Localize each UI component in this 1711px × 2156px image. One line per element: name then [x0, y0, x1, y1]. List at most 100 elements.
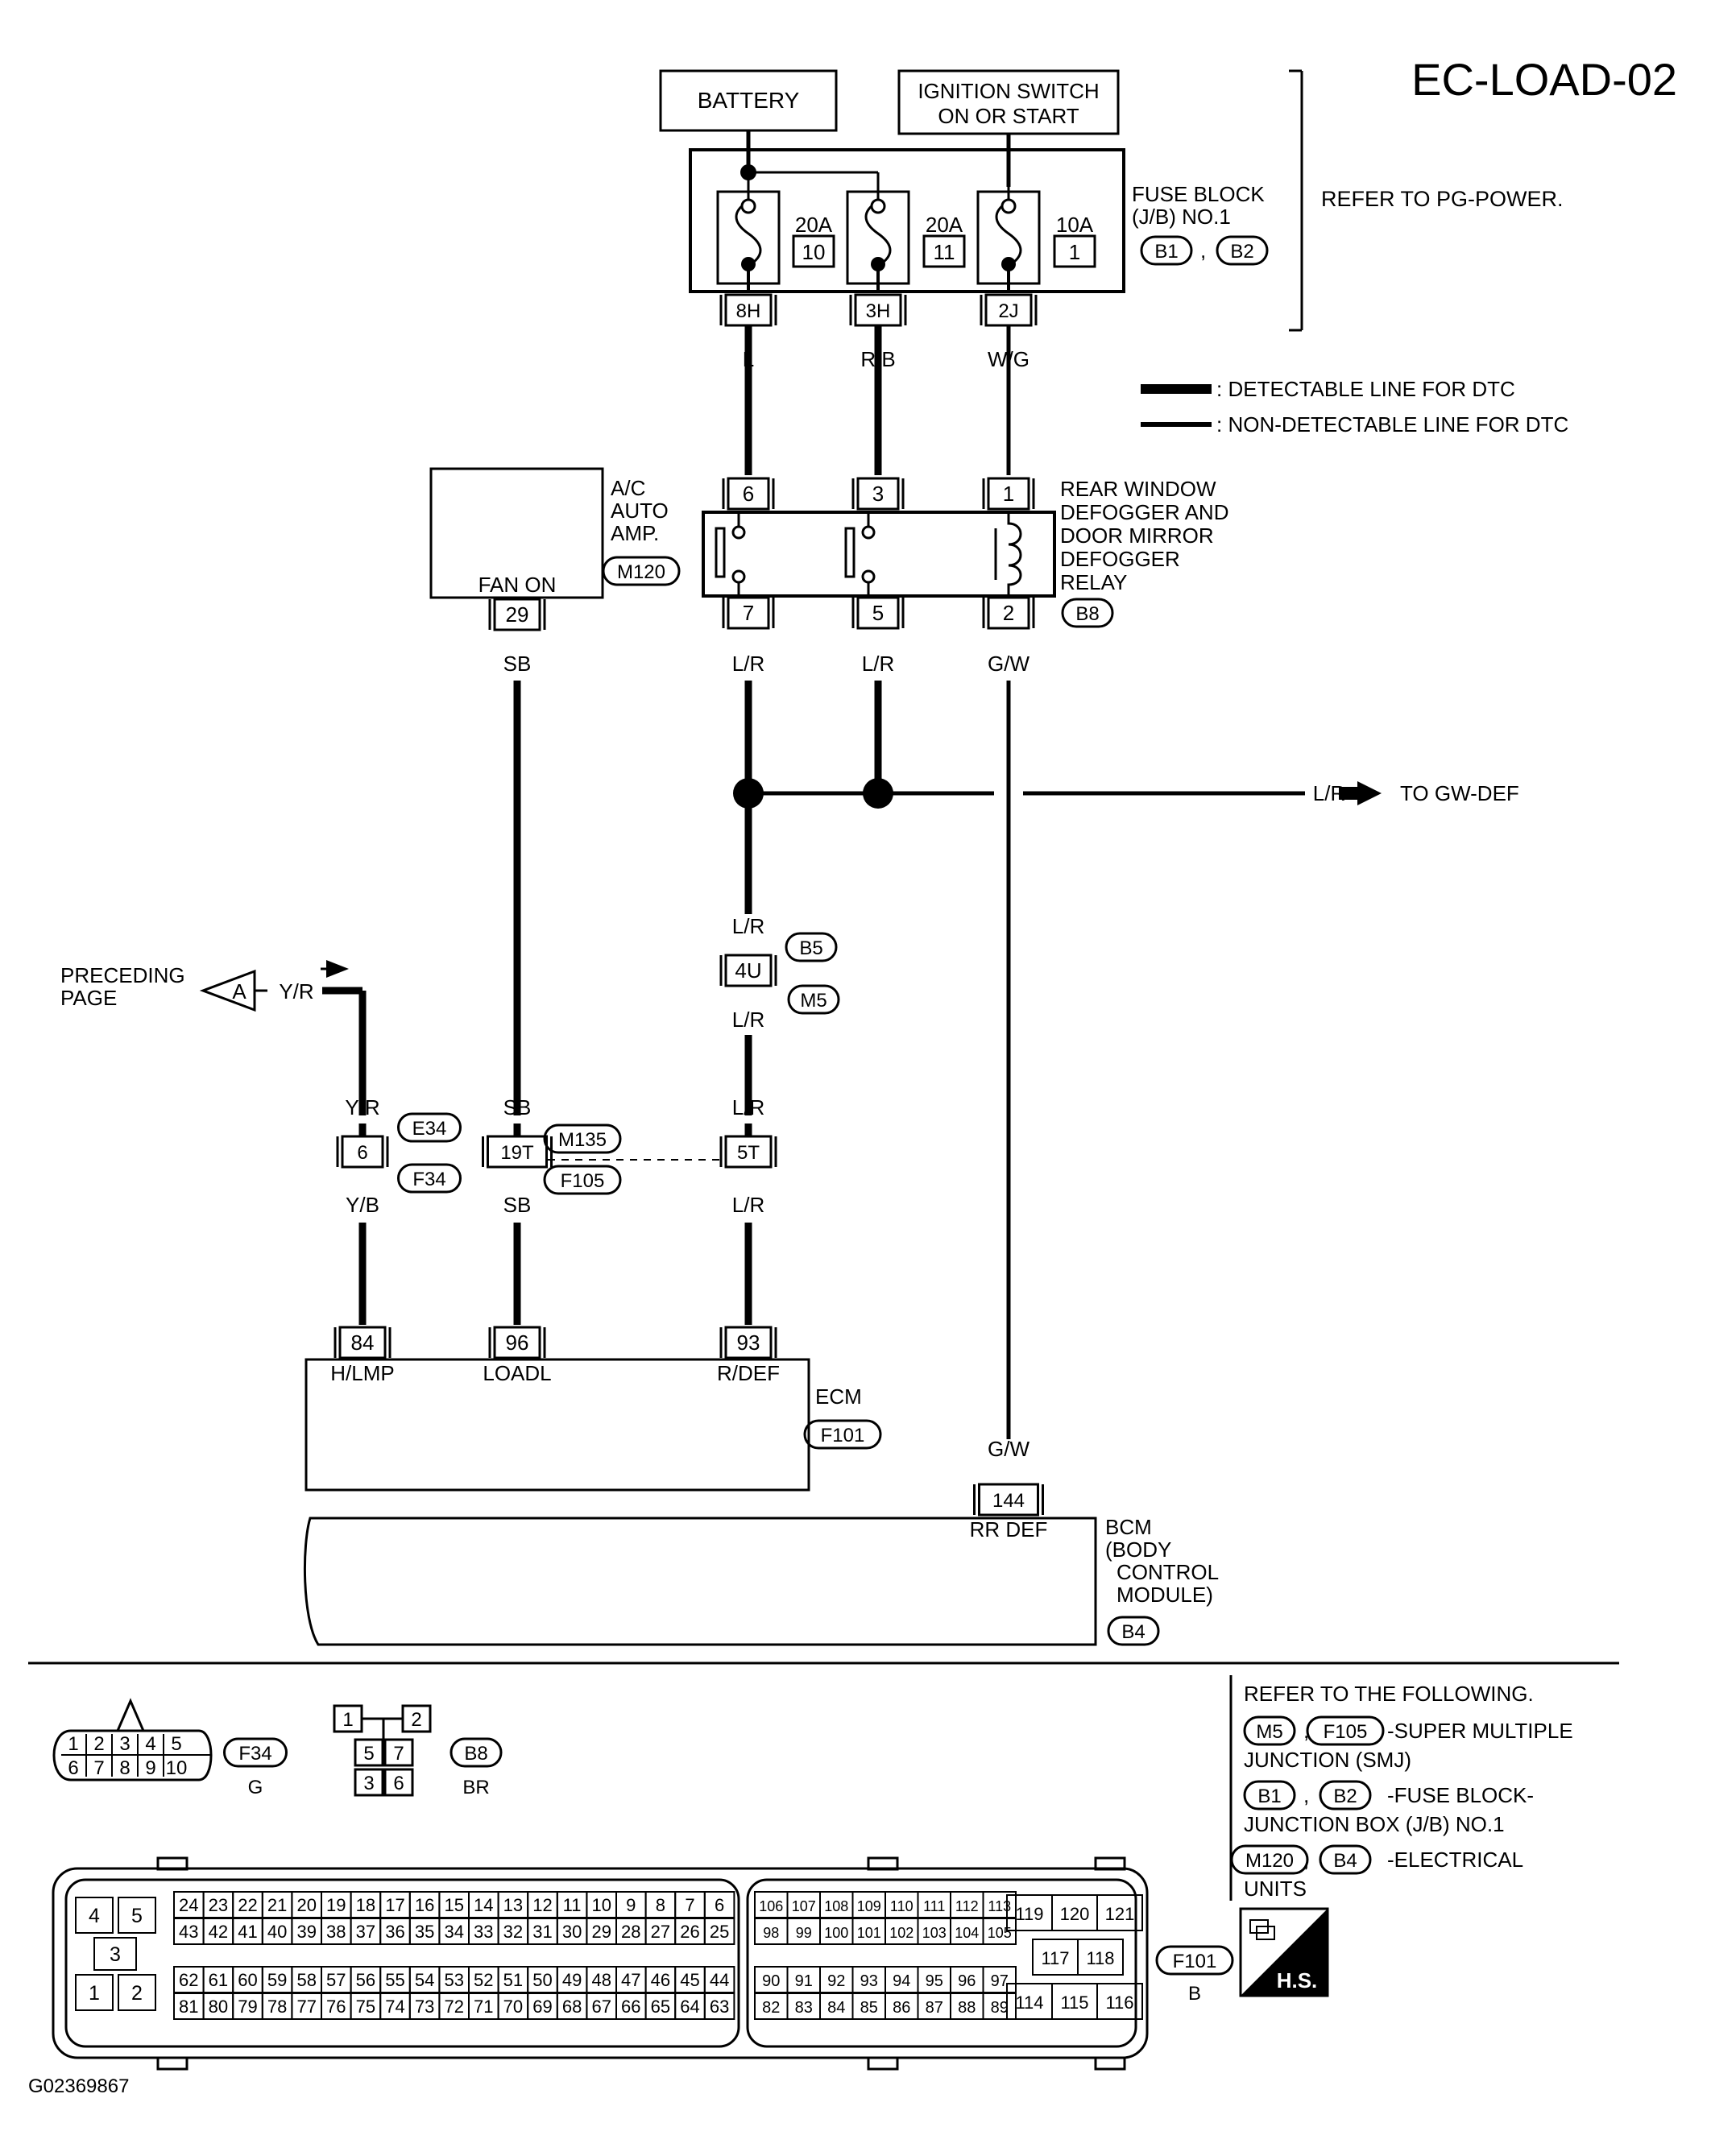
- f101-small-pin-box-3: [75, 1974, 114, 2011]
- refer-item-2-code-a-outline: [1230, 1844, 1309, 1875]
- row-conn-0-pin: 6: [357, 1142, 367, 1164]
- f101-blk2-row4-pin-3: 85: [860, 1999, 878, 2017]
- refer-item-2-desc-line1: -ELECTRICAL: [1387, 1848, 1523, 1872]
- bcm-label-line4: MODULE): [1116, 1583, 1213, 1607]
- ecm-pin-1: 96: [506, 1330, 529, 1355]
- f101-small-pin-box-1: [118, 1897, 156, 1934]
- fuse-block-conn-b1-outline: [1140, 235, 1193, 266]
- bcm-label-line3: CONTROL: [1116, 1560, 1219, 1584]
- blk1_row4-cell-18: [703, 1993, 735, 2020]
- f101-blk1-row4-pin-14: 67: [591, 1997, 611, 2017]
- bcm-label-line2: (BODY: [1105, 1537, 1171, 1562]
- f101-latch-1: [867, 1856, 899, 1871]
- f34-pin-bottom-1: 7: [93, 1757, 104, 1779]
- preceding-direction-arrowhead: [326, 960, 349, 978]
- f101-blk1-row1-pin-0: 24: [179, 1895, 198, 1915]
- refer-item-0-code-b-outline: [1306, 1715, 1385, 1746]
- relay-top-pin-1-box: [856, 477, 900, 511]
- refer-item-2-comma: ,: [1303, 1848, 1309, 1872]
- hs-logo-icon: [1249, 1919, 1275, 1940]
- f101-blk1-row3-pin-16: 46: [651, 1970, 670, 1990]
- f101-latch-3: [156, 2056, 188, 2071]
- f101-blk2-row1-pin-5: 111: [923, 1898, 945, 1914]
- f101-blk1-row2-pin-5: 38: [326, 1922, 346, 1942]
- relay-top-pin-0: 6: [743, 482, 754, 506]
- f101-blk2-row4-pin-4: 86: [893, 1999, 910, 2017]
- ecm-label: ECM: [815, 1384, 862, 1409]
- fuse-0-rating: 20A: [795, 213, 833, 237]
- f101-blk1-row2-pin-11: 32: [503, 1922, 523, 1942]
- ecm-pin-1-box: [493, 1326, 541, 1359]
- f34-connector-key: [115, 1698, 146, 1732]
- f101-blk1-row3-pin-18: 44: [710, 1970, 729, 1990]
- b8-pin-3: 7: [393, 1743, 404, 1765]
- f101-small-pin-box-4: [118, 1974, 156, 2011]
- blk2_row4-cell-7: [982, 1993, 1017, 2020]
- f101-blk1-row2-pin-0: 43: [179, 1922, 198, 1942]
- fuse-0-terminal: 8H: [736, 300, 761, 322]
- relay-frame: [702, 511, 1056, 598]
- f101-blk1-row2-pin-4: 39: [296, 1922, 316, 1942]
- refer-item-0-code-a: M5: [1256, 1721, 1282, 1743]
- relay-wire-color-0: L/R: [732, 652, 764, 676]
- f101-blk1-row1-pin-6: 18: [356, 1895, 375, 1915]
- ecm-connector-code-outline: [803, 1419, 882, 1450]
- relay-contact-0-upper: [731, 525, 746, 540]
- figure-id: G02369867: [28, 2075, 129, 2097]
- f101-right-row3-pin-0: 114: [1015, 1993, 1043, 2013]
- fuse-0-number-box: [792, 234, 835, 268]
- f101-small-pin-box-2: [93, 1937, 137, 1971]
- f34-pin-bottom-0: 6: [68, 1757, 78, 1779]
- f101-blk2-row4-pin-5: 87: [926, 1999, 943, 2017]
- f101-blk1-row1-pin-3: 21: [267, 1895, 287, 1915]
- refer-item-1-code-b: B2: [1333, 1786, 1357, 1807]
- f101-blk1-row1-pin-10: 14: [474, 1895, 493, 1915]
- f101-blk2-row2-pin-6: 104: [955, 1925, 979, 1941]
- relay-label-line5: RELAY: [1060, 570, 1127, 594]
- f101-blk1-row4-pin-7: 74: [385, 1997, 404, 2017]
- ecm-pin-0: 84: [351, 1330, 375, 1355]
- refer-item-1-comma: ,: [1303, 1783, 1309, 1807]
- relay-label-line4: DEFOGGER: [1060, 547, 1180, 571]
- relay-label-line1: REAR WINDOW: [1060, 477, 1216, 501]
- legend-non-detectable-text: : NON-DETECTABLE LINE FOR DTC: [1216, 412, 1568, 437]
- preceding-marker-triangle: [199, 969, 256, 1012]
- fuse-1-number: 11: [934, 240, 955, 264]
- f101-right-row1-pin-1: 120: [1060, 1904, 1090, 1924]
- b8-cell-2: [354, 1738, 384, 1767]
- refer-item-2-code-b: B4: [1333, 1850, 1357, 1872]
- b8-pin-2: 5: [363, 1743, 374, 1765]
- f34-pin-bottom-3: 9: [145, 1757, 155, 1779]
- ac-amp-label-line3: AMP.: [611, 521, 659, 545]
- f101-blk1-row3-pin-5: 57: [326, 1970, 346, 1990]
- relay-wire-color-2: G/W: [988, 652, 1030, 676]
- battery-label: BATTERY: [698, 88, 800, 113]
- ac-amp-connector-code-outline: [602, 556, 681, 586]
- f101-blk1-row1-pin-9: 15: [444, 1895, 463, 1915]
- bcm-connector-code-outline: [1107, 1616, 1160, 1646]
- f101-blk2-row1-pin-6: 112: [955, 1898, 979, 1914]
- f101-blk1-row4-pin-13: 68: [562, 1997, 582, 2017]
- relay-connector-code-outline: [1061, 598, 1114, 628]
- f101-blk1-row4-pin-12: 69: [532, 1997, 552, 2017]
- f101-blk1-row1-pin-11: 13: [503, 1895, 523, 1915]
- b8-pin-1: 2: [411, 1709, 421, 1731]
- f34-pin-top-3: 4: [145, 1733, 155, 1755]
- f101-blk2-row2-pin-3: 101: [857, 1925, 881, 1941]
- fuse-1-rating: 20A: [926, 213, 963, 237]
- fuse-2-terminal-box: [984, 293, 1033, 327]
- ac-amp-connector-code: M120: [617, 561, 665, 583]
- f101-blk1-row4-pin-3: 78: [267, 1997, 287, 2017]
- f101-code: F101: [1173, 1951, 1217, 1972]
- f101-blk1-row4-pin-11: 70: [503, 1997, 523, 2017]
- fuse-1-bottom-contact: [871, 257, 885, 271]
- fuse-block-conn-b2-outline: [1216, 235, 1269, 266]
- f101-blk2-row3-pin-3: 93: [860, 1972, 878, 1990]
- f101-blk1-row1-pin-1: 23: [209, 1895, 228, 1915]
- ecm-pin-0-box: [338, 1326, 387, 1359]
- f101-blk2-row3-pin-0: 90: [762, 1972, 780, 1990]
- f101-blk1-row4-pin-4: 77: [296, 1997, 316, 2017]
- fuse-0-bottom-contact: [741, 257, 756, 271]
- row-conn-1-m135-outline: [543, 1124, 622, 1154]
- ecm-terminal-hlmp: H/LMP: [330, 1361, 394, 1385]
